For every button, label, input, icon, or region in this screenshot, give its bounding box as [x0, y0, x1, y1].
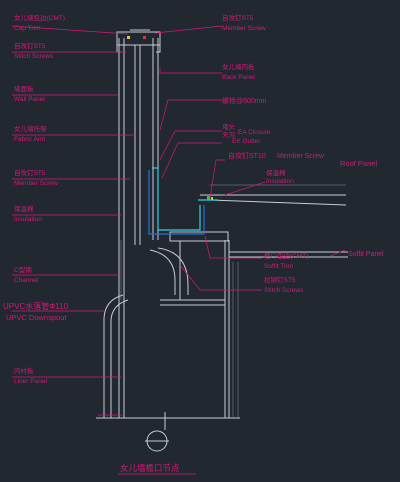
label-soffit-trim-cn: 檐口包边(CMT): [264, 251, 308, 260]
fastener-marks: [127, 36, 213, 200]
label-bolt-spacing: 螺栓@600mm: [222, 96, 267, 105]
structure-lines: [96, 29, 348, 452]
downspout-elbow: [149, 249, 176, 295]
annotation-leaders: [11, 25, 346, 475]
eave-beam: [169, 231, 229, 242]
annotation-labels: 女儿墙包边(CMT) Cap Trim 自攻钉ST5 Stitch Screws…: [3, 13, 384, 473]
label-liner-panel-en: Liner Panel: [14, 378, 47, 385]
label-roof-panel: Roof Panel: [340, 159, 377, 168]
label-insulation-wall-en: Insulation: [14, 216, 42, 223]
label-cap-trim-en: Cap Trim: [14, 25, 40, 32]
label-member-screw-roof-cn: 自攻钉ST10: [228, 151, 266, 160]
label-downspout-cn: UPVC水落管Ф110: [3, 301, 69, 311]
downspout-elbow-2: [157, 247, 189, 295]
cap-drip-right: [156, 45, 161, 53]
leader-bolt-spacing: [159, 99, 222, 131]
label-insulation-wall-cn: 保温棉: [14, 204, 34, 213]
accent-mark-2: [211, 197, 213, 200]
label-channel-en: Channel: [14, 277, 39, 284]
leader-soffit-trim: [204, 235, 262, 259]
leader-soffit-panel: [329, 249, 346, 257]
label-gutter-en: EK Gutter: [232, 138, 261, 145]
leader-member-screw-top: [154, 25, 223, 34]
label-member-screw-en: Member Screw: [14, 180, 58, 187]
label-closure-cn: 堵头: [222, 122, 236, 131]
cap-trim: [116, 31, 161, 46]
label-stitch-screws-mid-en: Stitch Screws: [264, 287, 304, 294]
leader-stitch-screws-mid: [179, 264, 262, 291]
label-member-screw-top-cn: 自攻钉ST5: [222, 13, 254, 22]
downspout-inner: [110, 299, 129, 418]
label-member-screw-cn: 自攻钉ST5: [14, 168, 46, 177]
label-stitch-screws-en: Stitch Screws: [14, 53, 54, 60]
gutter-flashing-line: [152, 167, 201, 231]
label-back-panel-cn: 女儿墙内板: [222, 62, 255, 71]
leader-cap-trim: [11, 25, 129, 35]
accent-mark: [207, 196, 210, 200]
label-gable-arm-en: Fabric Arm: [14, 136, 45, 143]
leader-gutter: [161, 142, 222, 179]
accent-mark-4: [127, 36, 130, 39]
label-stitch-screws-cn: 自攻钉ST5: [14, 41, 46, 50]
label-stitch-screws-mid-cn: 拉铆钉ST5: [264, 275, 296, 284]
label-member-screw-roof-en: Member Screw: [277, 153, 325, 160]
label-downspout-en: UPVC Downspout: [6, 313, 67, 322]
label-gutter-cn: 天沟: [222, 130, 235, 139]
leader-back-panel: [159, 68, 222, 74]
drawing-title: 女儿墙檐口节点: [120, 463, 180, 473]
label-soffit-panel: Soffit Panel: [348, 251, 384, 258]
label-insulation-roof-en: Insulation: [266, 178, 294, 185]
label-back-panel-en: Back Panel: [222, 74, 255, 81]
label-wall-panel-cn: 墙面板: [14, 84, 34, 93]
label-channel-cn: C型钢: [14, 265, 32, 274]
downspout-outer: [103, 294, 124, 418]
label-gable-arm-cn: 女儿墙托架: [14, 124, 47, 133]
label-wall-panel-en: Wall Panel: [14, 96, 45, 103]
label-soffit-trim-en: Soffit Trim: [264, 263, 293, 270]
roof-panel-bottom: [209, 199, 347, 206]
leader-insulation-roof: [224, 181, 266, 196]
insulation-hatch: [120, 184, 346, 418]
label-liner-panel-cn: 内衬板: [14, 366, 34, 375]
label-closure-en: EA Closure: [238, 129, 271, 136]
label-member-screw-top-en: Member Screw: [222, 25, 266, 32]
accent-mark-3: [143, 36, 146, 39]
label-insulation-roof-cn: 保温棉: [266, 168, 286, 177]
label-cap-trim-cn: 女儿墙包边(CMT): [14, 13, 65, 22]
leader-member-screw-roof: [209, 159, 225, 199]
leader-closure: [159, 130, 222, 161]
gutter-liner-line: [148, 170, 205, 235]
